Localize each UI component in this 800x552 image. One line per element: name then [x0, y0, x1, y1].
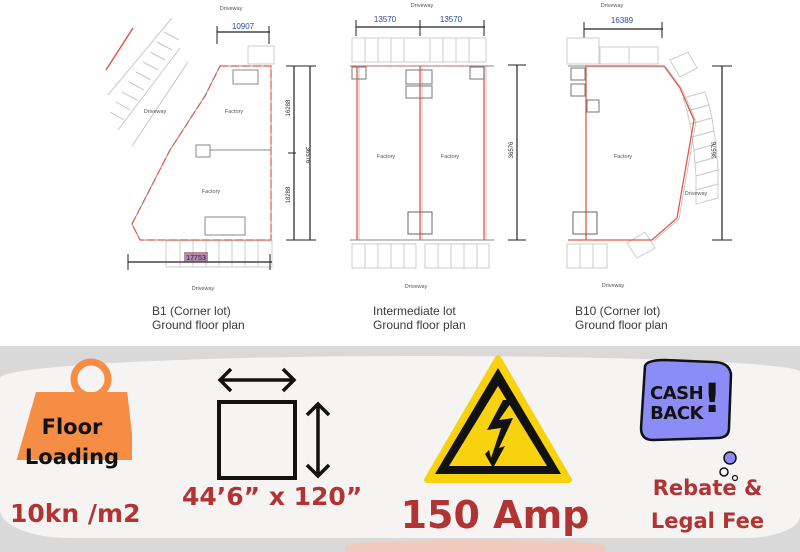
b1-total-height-dim: 36576 [304, 147, 310, 164]
weight-label-line2: Loading [24, 445, 120, 469]
decorative-shape [345, 540, 605, 552]
floor-plan-b1: Driveway 10907 Driveway Factory Factory … [105, 6, 316, 292]
weight-icon [16, 358, 132, 460]
caption-intermediate-line2: Ground floor plan [373, 318, 466, 332]
b1-upper-height-dim: 16288 [286, 99, 292, 116]
weight-icon-label: Floor Loading [12, 412, 132, 472]
cashback-exclamation: ! [703, 376, 721, 422]
unit-size-value: 44’6” x 120” [182, 482, 363, 511]
intermediate-driveway-top-label: Driveway [411, 3, 434, 9]
power-supply-value: 150 Amp [400, 493, 590, 537]
b1-lower-height-dim: 18288 [286, 186, 292, 203]
caption-b10-line1: B10 (Corner lot) [575, 304, 661, 318]
intermediate-factory-label-1: Factory [377, 154, 396, 160]
intermediate-driveway-bottom-label: Driveway [405, 284, 428, 290]
intermediate-width-left-dim: 13570 [374, 15, 397, 24]
feature-dimensions: 44’6” x 120” [180, 356, 390, 546]
weight-label-line1: Floor [41, 415, 103, 439]
floor-plan-drawings: Driveway 10907 Driveway Factory Factory … [105, 3, 732, 292]
cashback-text-line2: BACK [650, 403, 703, 424]
intermediate-factory-label-2: Factory [441, 154, 460, 160]
b1-driveway-bottom-label: Driveway [192, 286, 215, 292]
feature-floor-loading: Floor Loading 10kn /m2 [0, 356, 170, 546]
b10-driveway-top-label: Driveway [601, 3, 624, 9]
feature-rebate: CASH BACK ! Rebate & Legal Fee [615, 356, 800, 546]
cashback-bubble-icon [639, 358, 739, 482]
caption-b1: B1 (Corner lot) Ground floor plan [152, 304, 245, 332]
intermediate-total-height-dim: 36576 [509, 141, 515, 158]
b1-bottom-width-dim: 17753 [186, 255, 206, 262]
caption-intermediate: Intermediate lot Ground floor plan [373, 304, 466, 332]
floor-plan-b10: Driveway 16389 Factory Driveway Driveway… [566, 3, 732, 289]
intermediate-width-right-dim: 13570 [440, 15, 463, 24]
feature-power-supply: 150 Amp [390, 352, 610, 546]
floor-plans-area: Driveway 10907 Driveway Factory Factory … [105, 3, 732, 332]
b1-factory-label-2: Factory [202, 189, 221, 195]
b10-driveway-bottom-label: Driveway [602, 283, 625, 289]
high-voltage-warning-icon [424, 355, 572, 483]
floor-plan-intermediate: Driveway 13570 13570 Factory Factory Dri… [350, 3, 526, 290]
caption-b1-line1: B1 (Corner lot) [152, 304, 231, 318]
rebate-value-line2: Legal Fee [650, 509, 765, 533]
caption-intermediate-line1: Intermediate lot [373, 304, 456, 318]
b10-total-height-dim: 36576 [712, 141, 718, 158]
b10-top-width-dim: 16389 [611, 16, 634, 25]
caption-b1-line2: Ground floor plan [152, 318, 245, 332]
b1-top-width-dim: 10907 [232, 22, 255, 31]
b1-driveway-top-label: Driveway [220, 6, 243, 12]
caption-b10: B10 (Corner lot) Ground floor plan [575, 304, 668, 332]
rebate-value-line1: Rebate & [652, 476, 763, 500]
b10-driveway-right-label: Driveway [685, 191, 708, 197]
floor-loading-value: 10kn /m2 [10, 499, 141, 528]
b10-factory-label: Factory [614, 154, 633, 160]
rebate-value: Rebate & Legal Fee [615, 472, 800, 538]
b1-factory-label-1: Factory [225, 109, 244, 115]
dimensions-icon [217, 367, 331, 480]
cashback-text-line1: CASH [650, 383, 704, 404]
cashback-text: CASH BACK [650, 383, 704, 424]
caption-b10-line2: Ground floor plan [575, 318, 668, 332]
b1-driveway-left-label: Driveway [144, 109, 167, 115]
